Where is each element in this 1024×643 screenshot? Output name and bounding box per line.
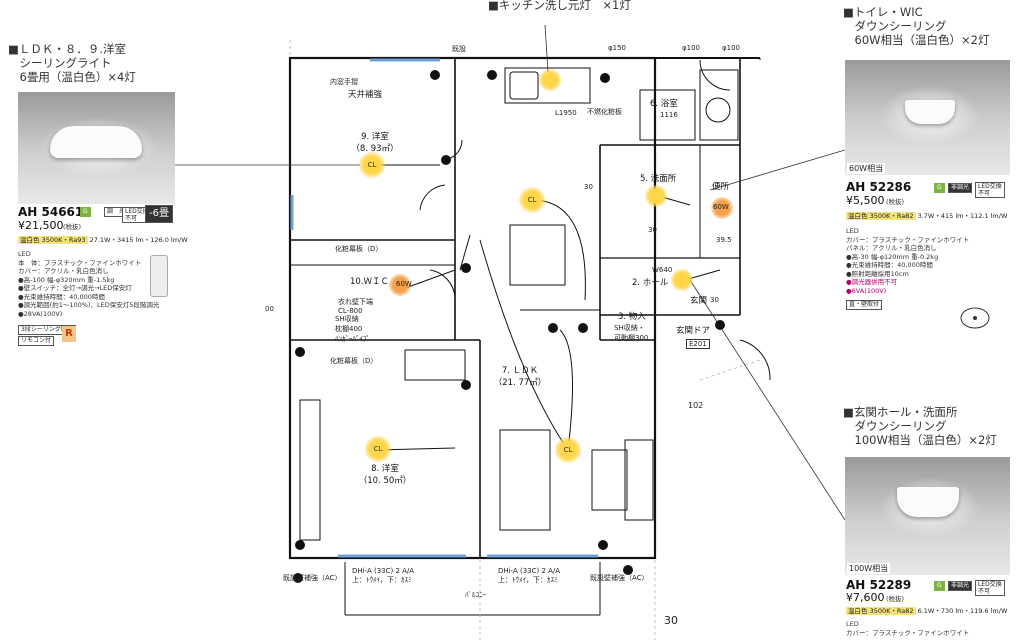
room-bath-label: 6. 浴室 (650, 99, 678, 109)
fp-lsw: L1950 (555, 109, 577, 117)
product-toilet-strip-spec: 3.7W・415 lm・112.1 lm/W (917, 212, 1008, 220)
fp-reinforce-label: 天井補強 (348, 90, 383, 100)
light-toilet-watt: 60W (713, 203, 729, 211)
light-cl-ldk-bottom: CL (555, 437, 581, 463)
product-toilet-dimension-drawing (960, 307, 990, 329)
light-wash (645, 185, 667, 207)
product-ldk-model: AH 54661 (18, 205, 84, 219)
light-cl-ldk-top: CL (519, 187, 545, 213)
fp-w640: W640 (652, 266, 673, 274)
entrance-door-label: 玄関ドア (676, 326, 711, 336)
product-entrance-spec: LED カバー：プラスチック・ファインホワイト (846, 620, 970, 637)
product-ldk-remote-image (150, 255, 168, 297)
product-toilet-caption: 60W相当 (847, 163, 886, 174)
fp-395: 39.5 (716, 236, 732, 244)
product-entrance-kind-badge: 非調光 (948, 581, 973, 591)
product-ldk-g-badge: G (80, 207, 91, 217)
product-toilet-spec: LED カバー：プラスチック・ファインホワイト パネル：アクリル・乳白色消し ●… (846, 227, 970, 278)
product-ldk-tax: (税抜) (63, 223, 82, 231)
product-ldk-photo (18, 92, 175, 204)
product-ldk-strip-spec: 27.1W・3415 lm・126.0 lm/W (89, 236, 188, 244)
product-toilet-spec-extra: ●調光器併用不可 ●6VA(100V) (846, 278, 898, 295)
room-hall-label: 2. ホール (632, 278, 669, 288)
product-entrance-led-badge: LED交換 不可 (975, 580, 1005, 596)
room-entrance-label: 玄関 (690, 296, 708, 306)
fp-shelf-label: SH収納 枕棚400 ﾊﾝｶﾞｰﾊﾟｲﾌﾟ (335, 315, 370, 343)
page-number: 30 (664, 614, 678, 627)
product-ldk-remote-label: リモコン付 (18, 336, 55, 346)
fp-wall-b: 既設壁補強（AC） (590, 574, 649, 582)
product-toilet-photo: 60W相当 (845, 60, 1010, 175)
product-entrance-photo: 100W相当 (845, 457, 1010, 575)
fp-00: 00 (265, 305, 274, 313)
room-storage-label: 3. 物入 (618, 312, 646, 322)
product-ldk-strip-color: 温白色 3500K・Ra93 (18, 236, 88, 244)
fp-1116: 1116 (660, 111, 678, 119)
fp-balcony: ﾊﾞﾙｺﾆｰ (465, 591, 486, 599)
fp-wall-a: 既設壁補強（AC） (283, 574, 342, 582)
room-9-label: 9. 洋室 （8. 93㎡） (351, 132, 399, 154)
light-cl-room8: CL (365, 436, 391, 462)
product-toilet-strip: 温白色 3500K・Ra82 3.7W・415 lm・112.1 lm/W (846, 210, 1007, 220)
light-wic-watt: 60W (396, 280, 412, 288)
fp-hanger-label: 衣れ壁下端 CL-800 (338, 298, 373, 315)
product-toilet-tax: (税抜) (886, 198, 905, 206)
product-ldk-r-icon: R (62, 326, 76, 342)
fp-makeup-2: 化粧幕板（D） (330, 357, 378, 365)
room-8-label: 8. 洋室 （10. 50㎡） (358, 464, 412, 486)
room-toilet-label: 便所 (712, 182, 730, 192)
fp-30c: 30 (710, 296, 719, 304)
product-entrance-model: AH 52289 (846, 578, 912, 592)
light-wic (389, 274, 411, 296)
product-ldk-size-badge: -6畳 (145, 205, 173, 223)
callout-toilet: ■トイレ・WIC ダウンシーリング 60W相当（温白色）×2灯 (843, 5, 990, 47)
light-toilet (711, 197, 733, 219)
fp-window-a: DHi-A (33C) 2 A/A 上：ﾄｳﾒｲ，下：ｶｽﾐ (352, 567, 415, 584)
fp-sh-storage: SH収納・ 可動棚300 (614, 324, 649, 342)
product-toilet-g-badge: G (934, 183, 945, 193)
product-toilet-strip-color: 温白色 3500K・Ra82 (846, 212, 916, 220)
light-cl-room9: CL (359, 152, 385, 178)
fp-existing-top: 既設 (452, 45, 466, 53)
fp-ceiling-label: 内窓手摺 (330, 78, 358, 86)
room-wic-label: 10.ＷＩＣ (350, 277, 390, 287)
light-kitchen (539, 69, 561, 91)
product-entrance-strip-color: 温白色 3500K・Ra82 (846, 607, 916, 615)
fp-30a: 30 (584, 183, 593, 191)
product-entrance-caption: 100W相当 (847, 563, 891, 574)
room-wash-label: 5. 洗面所 (640, 174, 677, 184)
product-ldk-price: ¥21,500 (18, 219, 64, 232)
fp-e201: E201 (686, 339, 710, 349)
product-toilet-led-badge: LED交換 不可 (975, 182, 1005, 198)
product-entrance-g-badge: G (934, 581, 945, 591)
fp-30b: 30 (648, 226, 657, 234)
product-toilet-mount: 直・壁取付 (846, 300, 883, 310)
fp-makeup-1: 化粧幕板（D） (335, 245, 383, 253)
product-toilet-model: AH 52286 (846, 180, 912, 194)
callout-ldk: ■ＬＤＫ・８．９.洋室 シーリングライト 6畳用（温白色）×4灯 (8, 42, 136, 84)
fp-d150: φ150 (608, 44, 626, 52)
product-ldk-led-badge: LED交換 不可 (122, 207, 152, 223)
light-hall (671, 269, 693, 291)
fp-floor-panel: 不燃化粧板 (587, 108, 622, 116)
product-ldk-strip: 温白色 3500K・Ra93 27.1W・3415 lm・126.0 lm/W (18, 234, 188, 244)
fp-d100b: φ100 (722, 44, 740, 52)
product-entrance-strip-spec: 6.1W・730 lm・119.6 lm/W (917, 607, 1008, 615)
product-entrance-tax: (税抜) (886, 595, 905, 603)
product-toilet-price: ¥5,500 (846, 194, 885, 207)
room-ldk-label: 7. ＬＤＫ （21. 77㎡） (493, 366, 547, 388)
callout-entrance: ■玄関ホール・洗面所 ダウンシーリング 100W相当（温白色）×2灯 (843, 405, 997, 447)
callout-kitchen: ■キッチン洗し元灯 ×1灯 (488, 0, 631, 12)
fp-d100a: φ100 (682, 44, 700, 52)
fp-side-num: 102 (688, 401, 704, 410)
product-entrance-strip: 温白色 3500K・Ra82 6.1W・730 lm・119.6 lm/W (846, 605, 1007, 615)
product-toilet-kind-badge: 非調光 (948, 183, 973, 193)
fp-window-b: DHi-A (33C) 2 A/A 上：ﾄｳﾒｲ，下：ｶｽﾐ (498, 567, 561, 584)
product-entrance-price: ¥7,600 (846, 591, 885, 604)
product-ldk-spec: LED 本 体：プラスチック・ファインホワイト カバー：アクリル・乳白色消し ●… (18, 250, 160, 318)
